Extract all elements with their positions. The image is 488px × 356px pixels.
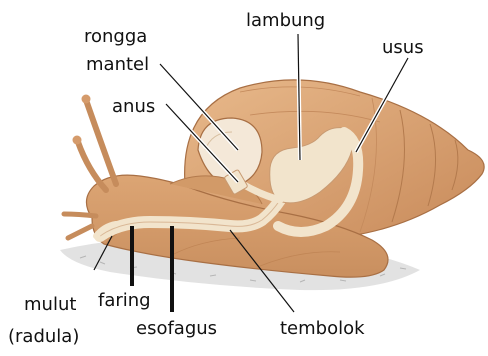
label-mulut: mulut [24, 294, 76, 315]
label-usus: usus [382, 37, 424, 58]
label-mantel: mantel [86, 54, 149, 75]
label-anus: anus [112, 96, 155, 117]
label-rongga: rongga [84, 26, 147, 47]
label-faring: faring [98, 290, 151, 311]
label-lambung: lambung [246, 10, 325, 31]
label-tembolok: tembolok [280, 318, 365, 339]
label-radula: (radula) [8, 326, 79, 347]
label-esofagus: esofagus [136, 318, 217, 339]
